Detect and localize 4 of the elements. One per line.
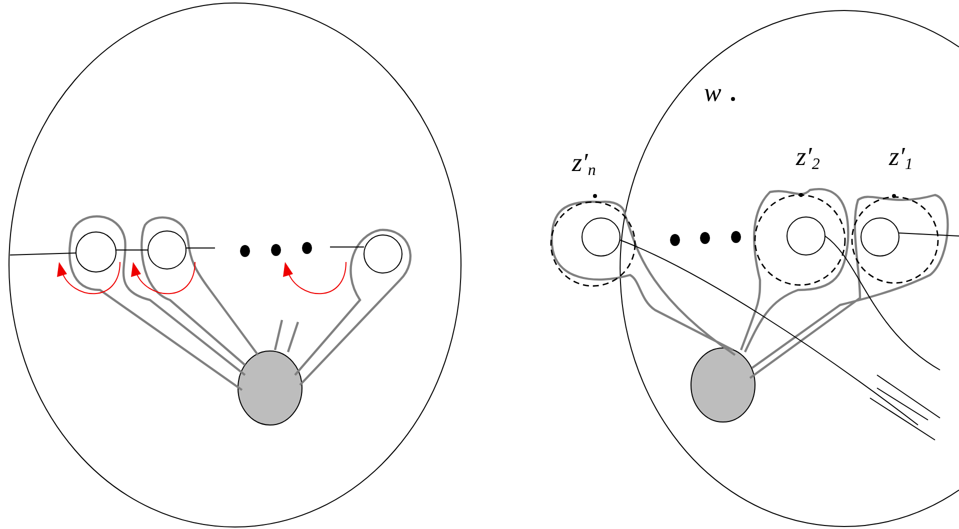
puncture-label: z′$_{2}$ <box>796 144 820 173</box>
point-label: w <box>704 80 722 106</box>
puncture-label: z′$_{n}$ <box>572 150 596 179</box>
puncture-label: z′$_{1}$ <box>889 144 913 173</box>
